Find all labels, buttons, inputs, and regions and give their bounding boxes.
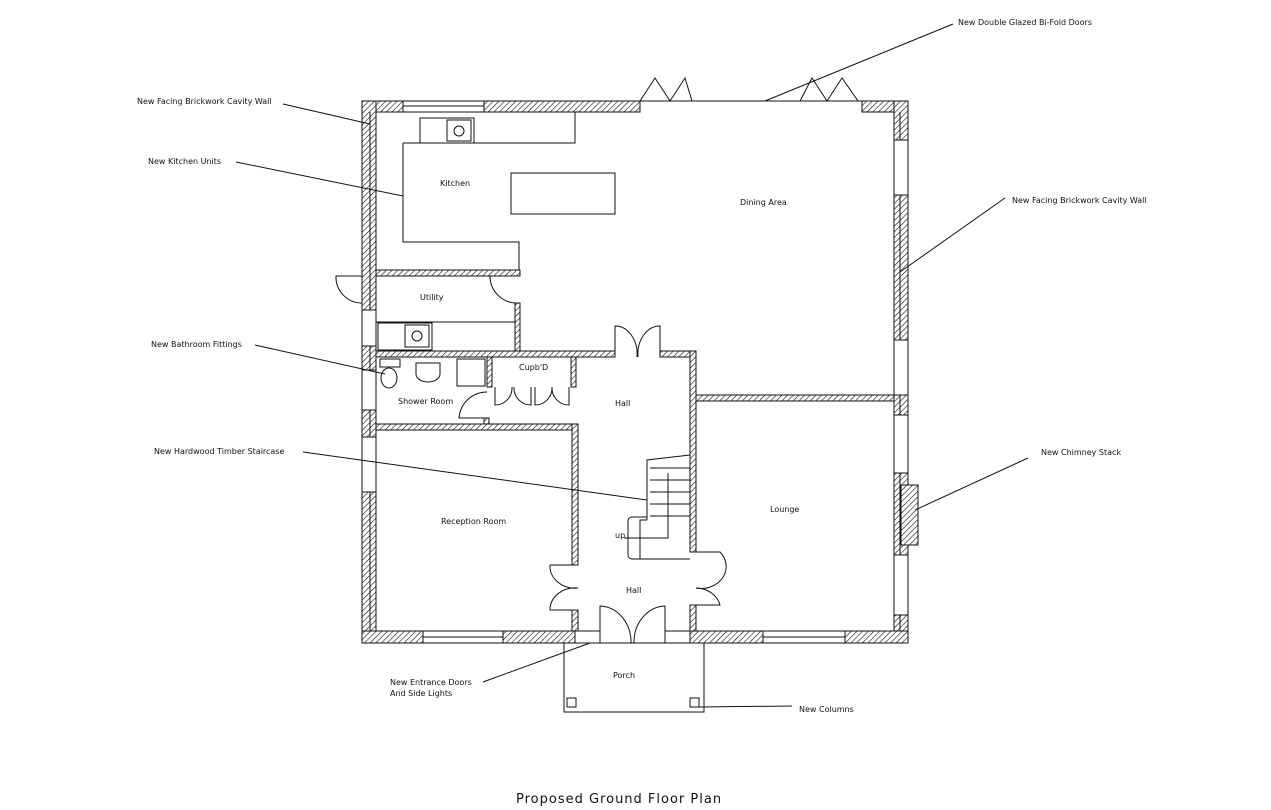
room-label-shower: Shower Room [398, 397, 453, 406]
room-label-cupboard: Cupb'D [519, 363, 548, 372]
porch [563, 642, 705, 713]
room-label-dining: Dining Area [740, 198, 787, 207]
annotation-bifold: New Double Glazed Bi-Fold Doors [958, 18, 1092, 27]
annotation-chimney: New Chimney Stack [1041, 448, 1121, 457]
room-label-hall-lower: Hall [626, 586, 641, 595]
bifold-doors [639, 76, 862, 102]
annotation-entrance-1: New Entrance Doors [390, 678, 472, 687]
annotation-columns: New Columns [799, 705, 854, 714]
room-label-lounge: Lounge [770, 505, 799, 514]
staircase [624, 454, 691, 560]
column [566, 697, 577, 708]
annotation-entrance-2: And Side Lights [390, 689, 452, 698]
annotation-leaders [235, 23, 1029, 708]
internal-walls [375, 269, 895, 632]
chimney-stack [900, 484, 919, 546]
kitchen-units [402, 112, 616, 270]
room-label-hall-upper: Hall [615, 399, 630, 408]
annotation-bathroom: New Bathroom Fittings [151, 340, 242, 349]
annotation-staircase: New Hardwood Timber Staircase [154, 447, 285, 456]
cupboard-doors [494, 386, 570, 406]
drawing-title: Proposed Ground Floor Plan [516, 792, 722, 807]
room-label-kitchen: Kitchen [440, 179, 470, 188]
stairs-up-label: up [615, 531, 625, 540]
room-label-utility: Utility [420, 293, 444, 302]
hall-doors [549, 325, 727, 644]
utility-fittings [335, 275, 516, 351]
room-label-reception: Reception Room [441, 517, 506, 526]
annotation-brick-right: New Facing Brickwork Cavity Wall [1012, 196, 1147, 205]
room-label-porch: Porch [613, 671, 635, 680]
kitchen-island [510, 172, 616, 215]
windows [361, 100, 909, 644]
bathroom-fittings [379, 358, 489, 419]
annotation-brick-left: New Facing Brickwork Cavity Wall [137, 97, 272, 106]
annotation-kitchen-units: New Kitchen Units [148, 157, 221, 166]
column [689, 697, 700, 708]
